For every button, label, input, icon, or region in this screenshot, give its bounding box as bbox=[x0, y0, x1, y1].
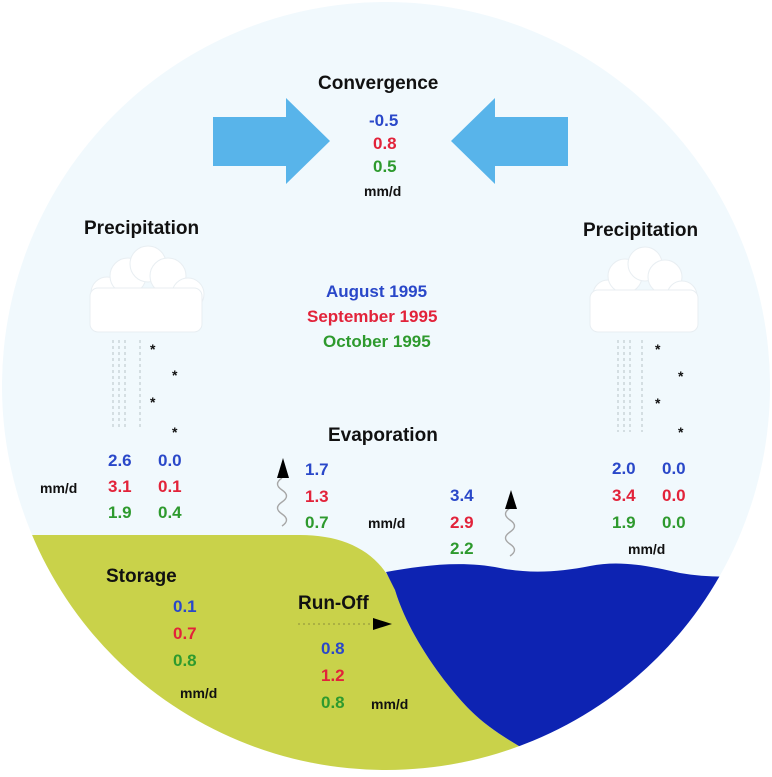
snow-left-3: * bbox=[150, 394, 156, 410]
convergence-arrow-left-icon bbox=[213, 98, 330, 184]
precip-right-rain-october: 1.9 bbox=[612, 513, 636, 532]
precipitation-left-title: Precipitation bbox=[84, 218, 200, 239]
convergence-unit: mm/d bbox=[364, 183, 402, 199]
precipitation-right-title: Precipitation bbox=[583, 220, 699, 241]
snow-left-2: * bbox=[172, 367, 178, 383]
snow-right-4: * bbox=[678, 424, 684, 440]
evap-ocean-august: 3.4 bbox=[450, 486, 474, 505]
storage-august: 0.1 bbox=[173, 597, 197, 616]
storage-september: 0.7 bbox=[173, 624, 197, 643]
cloud-right-icon bbox=[589, 246, 699, 333]
evap-land-september: 1.3 bbox=[305, 487, 329, 506]
precip-right-snow-august: 0.0 bbox=[662, 459, 686, 478]
convergence-arrow-right-icon bbox=[451, 98, 568, 184]
precip-left-rain-august: 2.6 bbox=[108, 451, 132, 470]
runoff-title: Run-Off bbox=[298, 593, 369, 614]
evap-land-october: 0.7 bbox=[305, 513, 329, 532]
storage-title: Storage bbox=[106, 566, 177, 587]
runoff-october: 0.8 bbox=[321, 693, 345, 712]
evaporation-unit: mm/d bbox=[368, 515, 406, 531]
storage-unit: mm/d bbox=[180, 685, 218, 701]
precip-right-rain-august: 2.0 bbox=[612, 459, 636, 478]
evaporation-land-squiggle bbox=[276, 477, 288, 527]
precip-left-snow-october: 0.4 bbox=[158, 503, 182, 522]
cloud-left-icon bbox=[89, 245, 205, 333]
snow-left-1: * bbox=[150, 341, 156, 357]
precip-right-rain-september: 3.4 bbox=[612, 486, 636, 505]
precip-left-rain-september: 3.1 bbox=[108, 477, 132, 496]
legend-august: August 1995 bbox=[326, 282, 428, 301]
convergence-october: 0.5 bbox=[373, 157, 397, 176]
evap-ocean-september: 2.9 bbox=[450, 513, 474, 532]
runoff-august: 0.8 bbox=[321, 639, 345, 658]
evaporation-ocean-arrow-icon bbox=[505, 490, 517, 509]
evaporation-land-arrow-icon bbox=[277, 458, 289, 478]
runoff-unit: mm/d bbox=[371, 696, 409, 712]
precip-left-snow-august: 0.0 bbox=[158, 451, 182, 470]
precip-left-unit: mm/d bbox=[40, 480, 78, 496]
legend-september: September 1995 bbox=[307, 307, 438, 326]
convergence-september: 0.8 bbox=[373, 134, 397, 153]
evap-ocean-october: 2.2 bbox=[450, 539, 474, 558]
rain-left-icon bbox=[112, 340, 141, 430]
precip-right-snow-september: 0.0 bbox=[662, 486, 686, 505]
evaporation-ocean-squiggle bbox=[504, 507, 516, 557]
runoff-arrow-icon bbox=[373, 618, 392, 630]
evap-land-august: 1.7 bbox=[305, 460, 329, 479]
snow-right-1: * bbox=[655, 341, 661, 357]
storage-october: 0.8 bbox=[173, 651, 197, 670]
legend-october: October 1995 bbox=[323, 332, 431, 351]
precip-left-rain-october: 1.9 bbox=[108, 503, 132, 522]
precip-right-unit: mm/d bbox=[628, 541, 666, 557]
snow-right-2: * bbox=[678, 368, 684, 384]
precip-left-snow-september: 0.1 bbox=[158, 477, 182, 496]
precip-right-snow-october: 0.0 bbox=[662, 513, 686, 532]
convergence-title: Convergence bbox=[318, 73, 439, 94]
snow-left-4: * bbox=[172, 424, 178, 440]
runoff-september: 1.2 bbox=[321, 666, 345, 685]
convergence-august: -0.5 bbox=[369, 111, 399, 130]
snow-right-3: * bbox=[655, 395, 661, 411]
evaporation-title: Evaporation bbox=[328, 425, 438, 446]
